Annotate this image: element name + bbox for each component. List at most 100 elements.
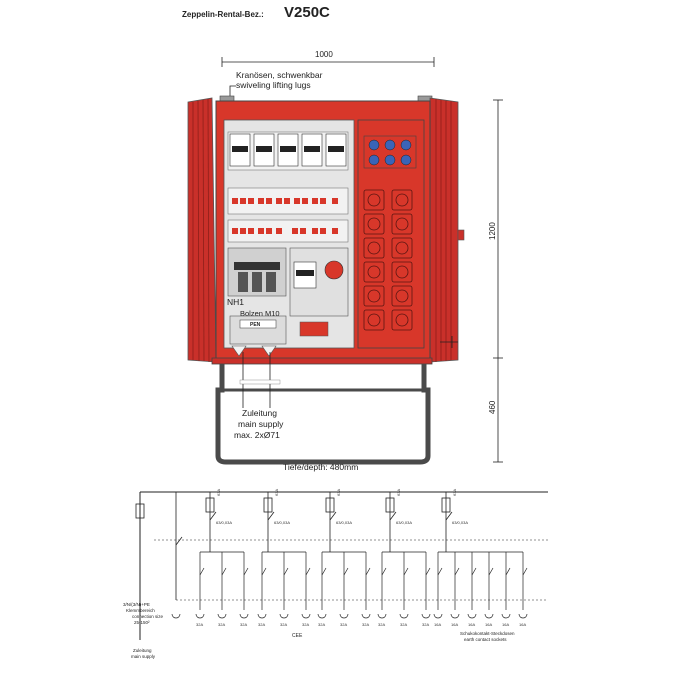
breaker-rating: 63A xyxy=(396,488,401,496)
socket-symbol xyxy=(518,613,528,619)
feed-label-en: main supply xyxy=(131,654,156,659)
socket-breaker xyxy=(437,567,443,576)
socket-breaker xyxy=(425,567,431,576)
socket-breaker xyxy=(505,567,511,576)
socket-symbol xyxy=(195,613,205,619)
socket-breaker xyxy=(305,567,311,576)
rcd-rating: 63/0,03A xyxy=(216,520,233,525)
breaker-symbol xyxy=(263,497,273,513)
supply-label-en: main supply xyxy=(238,419,284,429)
main-socket-symbol xyxy=(171,613,181,619)
socket-breaker xyxy=(321,567,327,576)
cee-rating: 32A xyxy=(196,622,204,627)
connection-size-value: 25-150² xyxy=(134,620,150,625)
connection-size-label: connection size xyxy=(132,614,164,619)
socket-breaker xyxy=(365,567,371,576)
supply-max-label: max. 2xØ71 xyxy=(234,430,280,440)
bolt-label: Bolzen M10 xyxy=(240,309,280,318)
socket-breaker xyxy=(283,567,289,576)
socket-symbol xyxy=(399,613,409,619)
door-handle xyxy=(457,229,465,241)
nh1-label: NH1 xyxy=(227,297,245,307)
connection-label: 3/N/(3/N)+PE xyxy=(123,602,150,607)
breaker-rating: 63A xyxy=(452,488,457,496)
socket-breaker xyxy=(381,567,387,576)
socket-symbol xyxy=(421,613,431,619)
socket-symbol xyxy=(317,613,327,619)
depth-label: Tiefe/depth: 480mm xyxy=(283,462,359,472)
lifting-lugs-label-de: Kranösen, schwenkbar xyxy=(236,70,323,80)
schuko-rating: 16A xyxy=(502,622,510,627)
socket-breaker xyxy=(454,567,460,576)
socket-symbol xyxy=(257,613,267,619)
schuko-rating: 16A xyxy=(485,622,493,627)
socket-breaker xyxy=(243,567,249,576)
schuko-rating: 16A xyxy=(519,622,527,627)
socket-breaker xyxy=(488,567,494,576)
cee-rating: 32A xyxy=(362,622,370,627)
rcd-rating: 63/0,03A xyxy=(396,520,413,525)
lifting-lugs-label-en: swiveling lifting lugs xyxy=(236,80,311,90)
socket-symbol xyxy=(450,613,460,619)
socket-symbol xyxy=(433,613,443,619)
main-switch-handle xyxy=(234,262,280,270)
feed-label-de: Zuleitung xyxy=(133,648,152,653)
socket-breaker xyxy=(221,567,227,576)
model-label: Zeppelin-Rental-Bez.: xyxy=(182,10,264,19)
rcd-switch xyxy=(209,511,217,521)
socket-breaker xyxy=(261,567,267,576)
socket-symbol xyxy=(301,613,311,619)
cee-rating: 32A xyxy=(422,622,430,627)
breaker-rating: 63A xyxy=(274,488,279,496)
cee-rating: 32A xyxy=(340,622,348,627)
socket-symbol xyxy=(279,613,289,619)
earth-symbol-icon xyxy=(440,336,458,348)
connection-label-terminal: Klemmbereich xyxy=(126,608,155,613)
breaker-symbol xyxy=(385,497,395,513)
socket-symbol xyxy=(339,613,349,619)
cee-rating: 32A xyxy=(378,622,386,627)
width-dimension: 1000 xyxy=(315,50,333,59)
supply-label-de: Zuleitung xyxy=(242,408,277,418)
socket-symbol xyxy=(377,613,387,619)
socket-breaker xyxy=(199,567,205,576)
rcd-rating: 63/0,03A xyxy=(336,520,353,525)
frame-stand xyxy=(215,364,431,465)
pen-label: PEN xyxy=(250,322,261,328)
breaker-symbol xyxy=(205,497,215,513)
breaker-rating: 63A xyxy=(336,488,341,496)
socket-symbol xyxy=(501,613,511,619)
rcd-switch xyxy=(389,511,397,521)
cee-rating: 32A xyxy=(218,622,226,627)
schuko-rating: 16A xyxy=(468,622,476,627)
cee-label: CEE xyxy=(292,633,303,639)
schuko-rating: 16A xyxy=(451,622,459,627)
breaker-symbol xyxy=(325,497,335,513)
socket-symbol xyxy=(484,613,494,619)
rcd-rating: 63/0,03A xyxy=(452,520,469,525)
socket-symbol xyxy=(361,613,371,619)
rcd-switch xyxy=(329,511,337,521)
cee-rating: 32A xyxy=(400,622,408,627)
schuko-label-de: Schukokontakt-Steckdosen xyxy=(460,631,515,636)
cee-rating: 32A xyxy=(318,622,326,627)
cee-socket-panel xyxy=(324,260,344,280)
socket-breaker xyxy=(471,567,477,576)
socket-breaker xyxy=(403,567,409,576)
schuko-rating: 16A xyxy=(434,622,442,627)
cee-rating: 32A xyxy=(240,622,248,627)
socket-symbol xyxy=(467,613,477,619)
socket-breaker xyxy=(522,567,528,576)
breaker-rating: 63A xyxy=(216,488,221,496)
socket-symbol xyxy=(217,613,227,619)
model-number: V250C xyxy=(284,4,330,21)
schuko-label-en: earth contact sockets xyxy=(464,637,507,642)
cee-rating: 32A xyxy=(280,622,288,627)
rcd-rating: 63/0,03A xyxy=(274,520,291,525)
socket-breaker xyxy=(343,567,349,576)
breaker-symbol xyxy=(441,497,451,513)
socket-symbol xyxy=(239,613,249,619)
rcd-switch xyxy=(445,511,453,521)
